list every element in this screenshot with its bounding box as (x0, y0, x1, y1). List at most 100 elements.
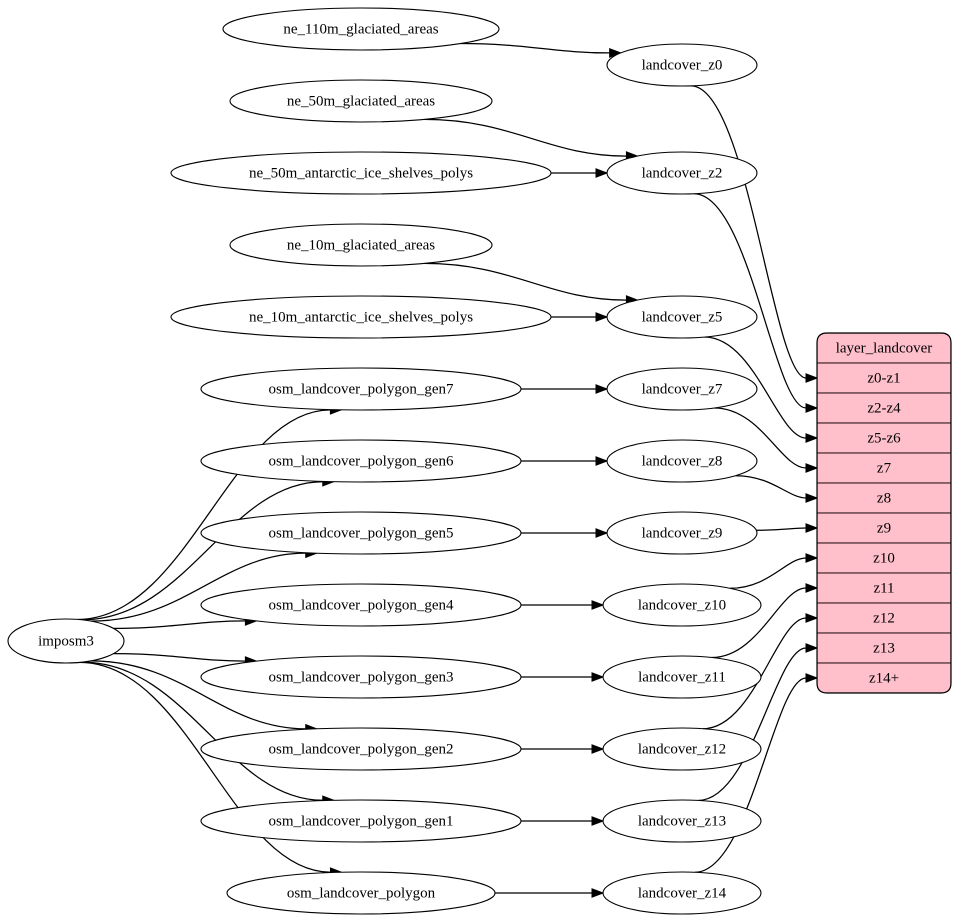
node-label-ne_50m_antarctic_ice_shelves_polys: ne_50m_antarctic_ice_shelves_polys (249, 165, 473, 181)
node-shape-landcover_z2[interactable] (606, 151, 758, 195)
node-imposm3[interactable]: imposm3 (7, 618, 125, 664)
node-shape-ne_10m_glaciated_areas[interactable] (229, 223, 493, 267)
node-shape-osm_landcover_polygon_gen4[interactable] (200, 583, 522, 627)
node-landcover_z0[interactable]: landcover_z0 (606, 43, 758, 87)
node-shape-landcover_z0[interactable] (606, 43, 758, 87)
node-shape-osm_landcover_polygon_gen3[interactable] (200, 655, 522, 699)
edge-landcover_z13-to-layer_landcover-z13-arrow-icon (805, 643, 819, 653)
edge-imposm3-to-osm_landcover_polygon_gen7 (77, 409, 331, 621)
edge-landcover_z9-to-layer_landcover-z9-arrow-icon (805, 523, 819, 533)
node-ne_110m_glaciated_areas[interactable]: ne_110m_glaciated_areas (222, 7, 500, 51)
node-landcover_z9[interactable]: landcover_z9 (606, 511, 758, 555)
node-label-osm_landcover_polygon_gen6: osm_landcover_polygon_gen6 (269, 453, 454, 469)
record-row-label-z0: z0-z1 (867, 370, 900, 386)
node-shape-landcover_z13[interactable] (602, 799, 762, 843)
record-row-label-z13: z13 (873, 640, 895, 656)
record-row-z5[interactable] (817, 422, 951, 454)
node-osm_landcover_polygon_gen3[interactable]: osm_landcover_polygon_gen3 (200, 655, 522, 699)
node-shape-landcover_z14[interactable] (602, 871, 762, 915)
node-landcover_z8[interactable]: landcover_z8 (606, 439, 758, 483)
node-shape-landcover_z9[interactable] (606, 511, 758, 555)
record-row-label-z2: z2-z4 (867, 400, 901, 416)
node-label-osm_landcover_polygon_gen4: osm_landcover_polygon_gen4 (269, 597, 454, 613)
node-osm_landcover_polygon_gen4[interactable]: osm_landcover_polygon_gen4 (200, 583, 522, 627)
node-shape-landcover_z5[interactable] (606, 295, 758, 339)
record-row-z12[interactable] (817, 602, 951, 634)
node-shape-landcover_z8[interactable] (606, 439, 758, 483)
node-shape-osm_landcover_polygon[interactable] (226, 871, 496, 915)
node-osm_landcover_polygon[interactable]: osm_landcover_polygon (226, 871, 496, 915)
record-row-z2[interactable] (817, 392, 951, 424)
node-shape-ne_10m_antarctic_ice_shelves_polys[interactable] (170, 295, 552, 339)
node-label-osm_landcover_polygon_gen5: osm_landcover_polygon_gen5 (269, 525, 454, 541)
node-ne_10m_glaciated_areas[interactable]: ne_10m_glaciated_areas (229, 223, 493, 267)
node-shape-landcover_z10[interactable] (602, 583, 762, 627)
node-landcover_z12[interactable]: landcover_z12 (602, 727, 762, 771)
edge-imposm3-to-osm_landcover_polygon_gen1 (81, 661, 323, 801)
node-landcover_z11[interactable]: landcover_z11 (602, 655, 762, 699)
edge-ne_50m_glaciated_areas-to-landcover_z2 (423, 118, 627, 157)
edge-landcover_z10-to-layer_landcover-z10 (729, 557, 807, 589)
node-osm_landcover_polygon_gen1[interactable]: osm_landcover_polygon_gen1 (200, 799, 522, 843)
edge-landcover_z2-to-layer_landcover-z2 (693, 193, 807, 409)
edge-landcover_z14-to-layer_landcover-z14 (695, 677, 807, 873)
edge-ne_110m_glaciated_areas-to-landcover_z0 (460, 42, 610, 54)
node-osm_landcover_polygon_gen5[interactable]: osm_landcover_polygon_gen5 (200, 511, 522, 555)
node-shape-landcover_z7[interactable] (606, 367, 758, 411)
node-shape-ne_50m_glaciated_areas[interactable] (229, 79, 493, 123)
node-label-landcover_z14: landcover_z14 (638, 885, 727, 901)
record-row-z7[interactable] (817, 452, 951, 484)
record-header-label: layer_landcover (836, 340, 933, 356)
node-label-landcover_z5: landcover_z5 (642, 309, 723, 325)
node-shape-landcover_z12[interactable] (602, 727, 762, 771)
node-landcover_z7[interactable]: landcover_z7 (606, 367, 758, 411)
node-landcover_z2[interactable]: landcover_z2 (606, 151, 758, 195)
node-osm_landcover_polygon_gen7[interactable]: osm_landcover_polygon_gen7 (200, 367, 522, 411)
node-shape-osm_landcover_polygon_gen6[interactable] (200, 439, 522, 483)
node-label-osm_landcover_polygon_gen7: osm_landcover_polygon_gen7 (269, 381, 454, 397)
node-shape-imposm3[interactable] (7, 618, 125, 664)
node-ne_50m_glaciated_areas[interactable]: ne_50m_glaciated_areas (229, 79, 493, 123)
node-landcover_z5[interactable]: landcover_z5 (606, 295, 758, 339)
edge-osm_landcover_polygon_gen1-to-landcover_z13-arrow-icon (591, 816, 605, 826)
node-landcover_z13[interactable]: landcover_z13 (602, 799, 762, 843)
node-label-landcover_z7: landcover_z7 (642, 381, 723, 397)
edge-landcover_z13-to-layer_landcover-z13 (698, 647, 807, 802)
edge-imposm3-to-osm_landcover_polygon (79, 661, 331, 873)
node-label-osm_landcover_polygon_gen2: osm_landcover_polygon_gen2 (269, 741, 454, 757)
record-row-z14[interactable] (817, 662, 951, 693)
node-shape-osm_landcover_polygon_gen1[interactable] (200, 799, 522, 843)
node-osm_landcover_polygon_gen2[interactable]: osm_landcover_polygon_gen2 (200, 727, 522, 771)
edge-landcover_z0-to-layer_landcover-z0 (690, 85, 807, 379)
record-node-layer_landcover (817, 333, 951, 693)
record-row-label-z7: z7 (877, 460, 892, 476)
node-landcover_z14[interactable]: landcover_z14 (602, 871, 762, 915)
node-ne_10m_antarctic_ice_shelves_polys[interactable]: ne_10m_antarctic_ice_shelves_polys (170, 295, 552, 339)
node-label-landcover_z12: landcover_z12 (638, 741, 726, 757)
node-shape-ne_50m_antarctic_ice_shelves_polys[interactable] (170, 151, 552, 195)
edge-ne_50m_antarctic_ice_shelves_polys-to-landcover_z2-arrow-icon (595, 168, 609, 178)
node-label-osm_landcover_polygon_gen1: osm_landcover_polygon_gen1 (269, 813, 454, 829)
edge-osm_landcover_polygon_gen5-to-landcover_z9-arrow-icon (595, 528, 609, 538)
node-osm_landcover_polygon_gen6[interactable]: osm_landcover_polygon_gen6 (200, 439, 522, 483)
node-shape-ne_110m_glaciated_areas[interactable] (222, 7, 500, 51)
edge-landcover_z14-to-layer_landcover-z14-arrow-icon (805, 673, 819, 683)
edge-ne_10m_antarctic_ice_shelves_polys-to-landcover_z5-arrow-icon (595, 312, 609, 322)
node-shape-osm_landcover_polygon_gen2[interactable] (200, 727, 522, 771)
edge-landcover_z11-to-layer_landcover-z11-arrow-icon (805, 583, 819, 593)
node-label-landcover_z0: landcover_z0 (642, 57, 723, 73)
record-node-layer: layer_landcoverz0-z1z2-z4z5-z6z7z8z9z10z… (816, 332, 952, 694)
record-row-z9[interactable] (817, 512, 951, 544)
node-shape-landcover_z11[interactable] (602, 655, 762, 699)
node-label-ne_10m_glaciated_areas: ne_10m_glaciated_areas (287, 237, 435, 253)
node-label-osm_landcover_polygon: osm_landcover_polygon (287, 885, 436, 901)
node-shape-osm_landcover_polygon_gen7[interactable] (200, 367, 522, 411)
node-shape-osm_landcover_polygon_gen5[interactable] (200, 511, 522, 555)
record-row-z13[interactable] (817, 632, 951, 664)
nodes-layer: imposm3 ne_110m_glaciated_areas ne_50m_gla… (7, 7, 762, 915)
edge-landcover_z5-to-layer_landcover-z5 (704, 336, 807, 439)
record-row-z10[interactable] (817, 542, 951, 574)
node-landcover_z10[interactable]: landcover_z10 (602, 583, 762, 627)
node-ne_50m_antarctic_ice_shelves_polys[interactable]: ne_50m_antarctic_ice_shelves_polys (170, 151, 552, 195)
